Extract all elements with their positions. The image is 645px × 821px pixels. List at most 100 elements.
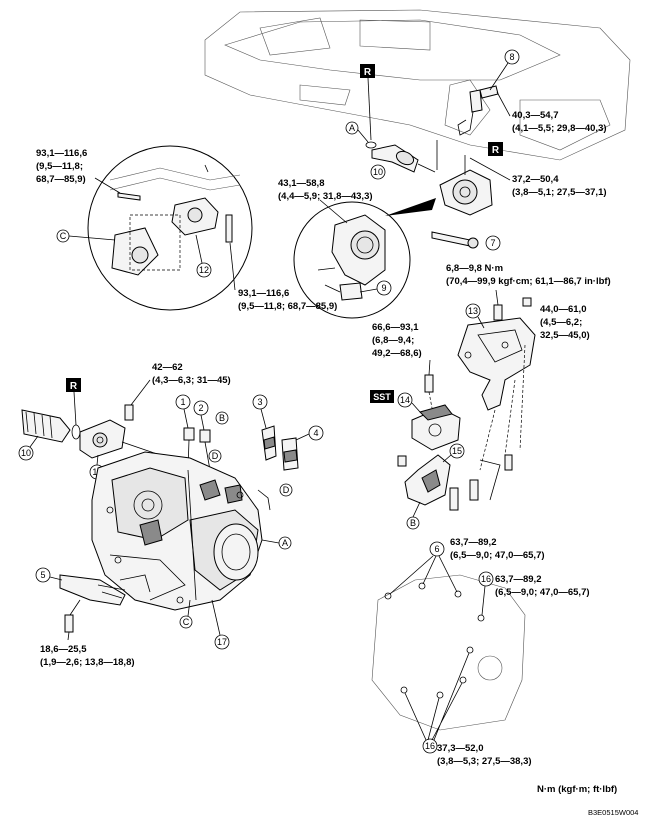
sst-marker-label: SST: [373, 392, 391, 402]
callout-16-bottom: 16: [422, 738, 438, 754]
mount-bracket-15: [397, 454, 451, 506]
callout-8: 8: [504, 49, 520, 65]
svg-text:A: A: [282, 538, 288, 548]
callout-15: 15: [449, 443, 465, 459]
r-marker-right-label: R: [492, 145, 500, 156]
letter-b-left: B: [215, 411, 229, 425]
callout-10-left: 10: [18, 445, 34, 461]
torque-bolts-6: 63,7—89,2 (6,5—9,0; 47,0—65,7): [450, 537, 545, 561]
bearing-housing-11: [79, 419, 126, 459]
torque-knuckle-detail: 43,1—58,8 (4,4—5,9; 31,8—43,3): [278, 178, 373, 202]
tie-rod-end: [431, 231, 479, 249]
callout-13: 13: [465, 303, 481, 319]
svg-text:1: 1: [180, 397, 185, 407]
callout-2: 2: [193, 400, 209, 416]
knuckle-detail-circle: [293, 201, 411, 319]
bolt-5: [64, 614, 74, 633]
svg-text:D: D: [283, 485, 290, 495]
svg-text:6: 6: [434, 544, 439, 554]
svg-text:8: 8: [509, 52, 514, 62]
svg-text:5: 5: [40, 570, 45, 580]
letter-c-left: C: [179, 615, 193, 629]
callout-12: 12: [196, 262, 212, 278]
figure-code: B3E0515W004: [588, 808, 638, 817]
svg-text:B: B: [410, 518, 416, 528]
svg-text:A: A: [349, 123, 355, 133]
r-marker-top-label: R: [364, 67, 372, 78]
torque-housing-11: 42—62 (4,3—6,3; 31—45): [152, 362, 231, 386]
r-marker-left-label: R: [70, 381, 78, 392]
svg-text:C: C: [60, 231, 67, 241]
vehicle-body-outline: [204, 9, 631, 161]
callout-14: 14: [397, 392, 413, 408]
torque-mount-14: 66,6—93,1 (6,8—9,4; 49,2—68,6): [372, 322, 422, 359]
svg-text:B: B: [219, 413, 225, 423]
svg-text:C: C: [183, 617, 190, 627]
bolt-mount-14: [424, 374, 434, 393]
r-marker-top: [360, 64, 375, 78]
drive-shaft-left: [21, 409, 81, 443]
bracket-5: [59, 574, 126, 606]
svg-text:17: 17: [217, 637, 227, 647]
drive-shaft-upper: [365, 141, 436, 173]
svg-text:9: 9: [381, 283, 386, 293]
bolt-tie-rod: [493, 304, 503, 321]
letter-c-circle: C: [56, 229, 70, 243]
svg-text:12: 12: [199, 265, 209, 275]
svg-text:16: 16: [425, 741, 435, 751]
leaders-16: [404, 652, 470, 741]
letter-b-right: B: [406, 516, 420, 530]
stabilizer-link: [457, 85, 499, 136]
svg-text:D: D: [212, 451, 219, 461]
mount-detail-circle: [87, 145, 253, 311]
r-marker-left: [66, 378, 81, 392]
svg-text:14: 14: [400, 395, 410, 405]
svg-text:13: 13: [468, 306, 478, 316]
torque-knuckle-upper: 37,2—50,4 (3,8—5,1; 27,5—37,1): [512, 174, 607, 198]
letter-d-left: D: [208, 449, 222, 463]
leaders-6: [389, 555, 458, 595]
torque-mount-bottom: 93,1—116,6 (9,5—11,8; 68,7—85,9): [238, 288, 337, 312]
torque-tie-rod: 6,8—9,8 N·m (70,4—99,9 kgf·cm; 61,1—86,7…: [446, 263, 611, 287]
torque-bracket-5: 18,6—25,5 (1,9—2,6; 13,8—18,8): [40, 644, 135, 668]
letter-d-right: D: [279, 483, 293, 497]
nut-bracket: [522, 297, 532, 307]
callout-16-right: 16: [478, 571, 494, 587]
units-note: N·m (kgf·m; ft·lbf): [537, 784, 617, 795]
r-marker-right: [488, 142, 503, 156]
callout-6: 6: [429, 541, 445, 557]
callout-3: 3: [252, 394, 268, 410]
torque-stabilizer-link: 40,3—54,7 (4,1—5,5; 29,8—40,3): [512, 110, 607, 134]
mount-bracket-13: [457, 317, 536, 411]
svg-text:10: 10: [21, 448, 31, 458]
svg-text:16: 16: [481, 574, 491, 584]
steering-knuckle: [436, 140, 493, 216]
letter-a-top: A: [345, 121, 359, 135]
callout-17: 17: [214, 634, 230, 650]
callout-10-top: 10: [370, 164, 386, 180]
torque-bracket-13: 44,0—61,0 (4,5—6,2; 32,5—45,0): [540, 304, 590, 341]
callout-5: 5: [35, 567, 51, 583]
torque-bolt-16-right: 63,7—89,2 (6,5—9,0; 47,0—65,7): [495, 574, 590, 598]
svg-text:2: 2: [198, 403, 203, 413]
svg-text:7: 7: [490, 238, 495, 248]
transmission-mount-14: [411, 404, 461, 451]
svg-text:10: 10: [373, 167, 383, 177]
callout-9: 9: [376, 280, 392, 296]
sensor-4: [281, 433, 310, 471]
letter-a-left: A: [278, 536, 292, 550]
torque-mount-left: 93,1—116,6 (9,5—11,8; 68,7—85,9): [36, 148, 90, 185]
zoom-pointer: [385, 198, 436, 216]
torque-bolts-16-bottom: 37,3—52,0 (3,8—5,3; 27,5—38,3): [437, 743, 532, 767]
sst-marker: [370, 390, 394, 403]
bolt-11: [124, 404, 134, 421]
callout-1: 1: [175, 394, 191, 410]
svg-text:15: 15: [452, 446, 462, 456]
sensor-3: [260, 408, 277, 461]
svg-text:4: 4: [313, 428, 318, 438]
svg-text:3: 3: [257, 397, 262, 407]
clutch-housing-outline: [371, 574, 526, 731]
callout-7: 7: [485, 235, 501, 251]
callout-4: 4: [308, 425, 324, 441]
